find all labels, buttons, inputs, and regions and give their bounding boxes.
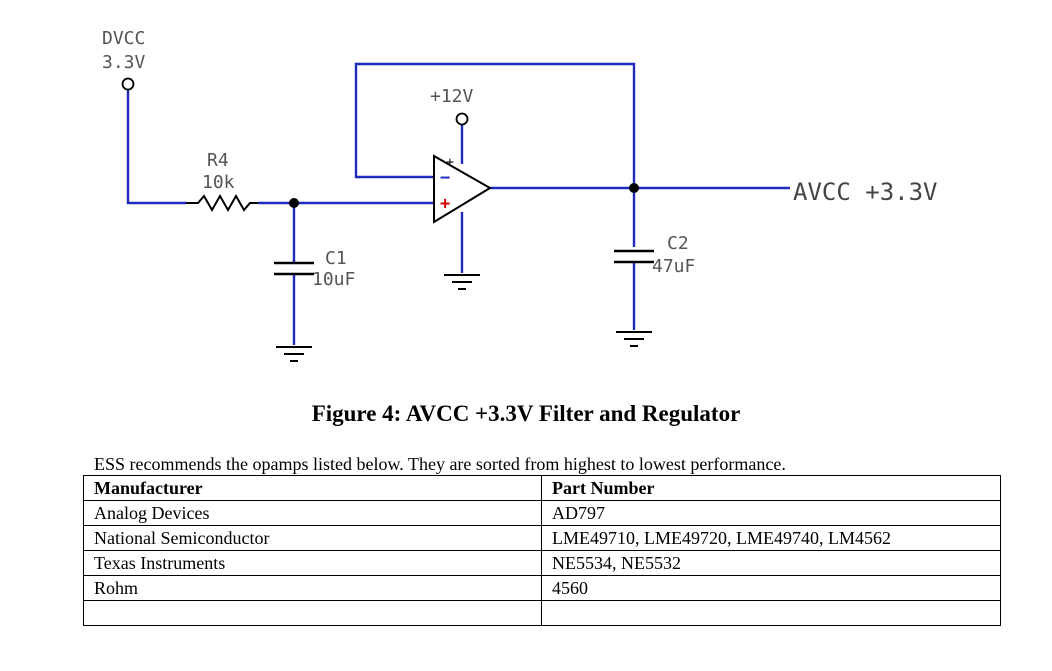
table-row: National Semiconductor LME49710, LME4972… xyxy=(83,525,1001,551)
opamp-inverting-sign: − xyxy=(440,168,450,188)
table-row: Analog Devices AD797 xyxy=(83,500,1001,526)
ground-icon xyxy=(444,274,480,290)
cell-part-number xyxy=(541,600,1001,626)
junction-dot xyxy=(629,183,639,193)
opamp-table: Manufacturer Part Number Analog Devices … xyxy=(83,475,1001,626)
header-manufacturer: Manufacturer xyxy=(83,475,542,501)
wire-feedback xyxy=(354,62,636,190)
r4-value: 10k xyxy=(202,172,235,193)
dvcc-voltage: 3.3V xyxy=(102,52,146,73)
intro-text: ESS recommends the opamps listed below. … xyxy=(94,454,786,474)
table-header-row: Manufacturer Part Number xyxy=(83,475,1001,501)
opamp-noninverting-sign: + xyxy=(440,194,450,214)
c2-name: C2 xyxy=(667,233,689,254)
supply-terminal xyxy=(455,112,469,126)
c1-value: 10uF xyxy=(312,269,355,290)
dvcc-terminal xyxy=(121,77,135,91)
opamp-plus-top: + xyxy=(446,155,454,170)
capacitor-c1 xyxy=(274,261,314,276)
wire-dvcc-to-r4 xyxy=(126,90,186,205)
cell-manufacturer: Texas Instruments xyxy=(83,550,542,576)
cell-manufacturer: Rohm xyxy=(83,575,542,601)
resistor-r4 xyxy=(186,193,258,213)
table-row xyxy=(83,600,1001,626)
cell-part-number: 4560 xyxy=(541,575,1001,601)
c2-value: 47uF xyxy=(652,256,695,277)
junction-dot xyxy=(289,198,299,208)
output-label: AVCC +3.3V xyxy=(793,178,938,206)
c1-name: C1 xyxy=(325,248,347,269)
cell-manufacturer xyxy=(83,600,542,626)
opamp-triangle xyxy=(433,154,492,224)
table-row: Rohm 4560 xyxy=(83,575,1001,601)
r4-name: R4 xyxy=(207,150,229,171)
cell-manufacturer: National Semiconductor xyxy=(83,525,542,551)
header-part-number: Part Number xyxy=(541,475,1001,501)
cell-part-number: NE5534, NE5532 xyxy=(541,550,1001,576)
ground-icon xyxy=(616,331,652,347)
cell-part-number: LME49710, LME49720, LME49740, LM4562 xyxy=(541,525,1001,551)
schematic-diagram: + − + DVCC 3.3V +12V R4 10k C1 10uF C2 4… xyxy=(102,28,938,362)
capacitor-c2 xyxy=(614,249,654,264)
figure-caption: Figure 4: AVCC +3.3V Filter and Regulato… xyxy=(311,401,741,426)
wires xyxy=(126,62,790,345)
dvcc-label: DVCC xyxy=(102,28,145,49)
ground-icon xyxy=(276,346,312,362)
cell-part-number: AD797 xyxy=(541,500,1001,526)
cell-manufacturer: Analog Devices xyxy=(83,500,542,526)
supply-label: +12V xyxy=(430,86,474,107)
table-row: Texas Instruments NE5534, NE5532 xyxy=(83,550,1001,576)
